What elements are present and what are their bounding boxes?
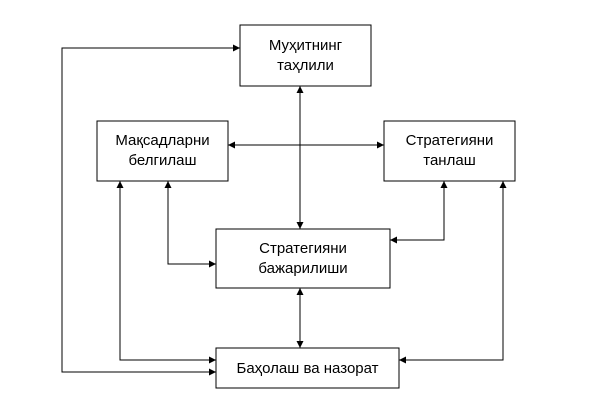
- edge-choice-to-exec: [390, 181, 448, 244]
- node-env-analysis-line-1: Муҳитнинг: [269, 37, 343, 54]
- node-goals: Мақсадларни белгилаш: [96, 120, 229, 182]
- node-goals-line-2: белгилаш: [129, 152, 197, 169]
- node-goals-line-1: Мақсадларни: [115, 132, 209, 149]
- node-evaluation-label: Баҳолаш ва назорат: [236, 360, 378, 377]
- edge-goals-to-exec: [164, 181, 216, 268]
- node-strategy-exec-line-1: Стратегияни: [259, 240, 347, 257]
- node-evaluation: Баҳолаш ва назорат: [215, 347, 400, 389]
- node-strategy-choice-line-1: Стратегияни: [406, 132, 494, 149]
- node-strategy-exec-line-2: бажарилиши: [258, 260, 347, 277]
- node-strategy-choice-line-2: танлаш: [423, 152, 475, 169]
- edge-evaluation-to-env: [61, 44, 240, 376]
- edges: [61, 44, 507, 376]
- node-strategy-choice: Стратегияни танлаш: [383, 120, 516, 182]
- node-strategy-exec: Стратегияни бажарилиши: [215, 228, 391, 289]
- edge-choice-to-evaluation: [399, 181, 507, 364]
- node-env-analysis: Муҳитнинг таҳлили: [239, 24, 372, 87]
- edge-goals-to-evaluation: [116, 181, 216, 364]
- node-env-analysis-line-2: таҳлили: [277, 57, 334, 74]
